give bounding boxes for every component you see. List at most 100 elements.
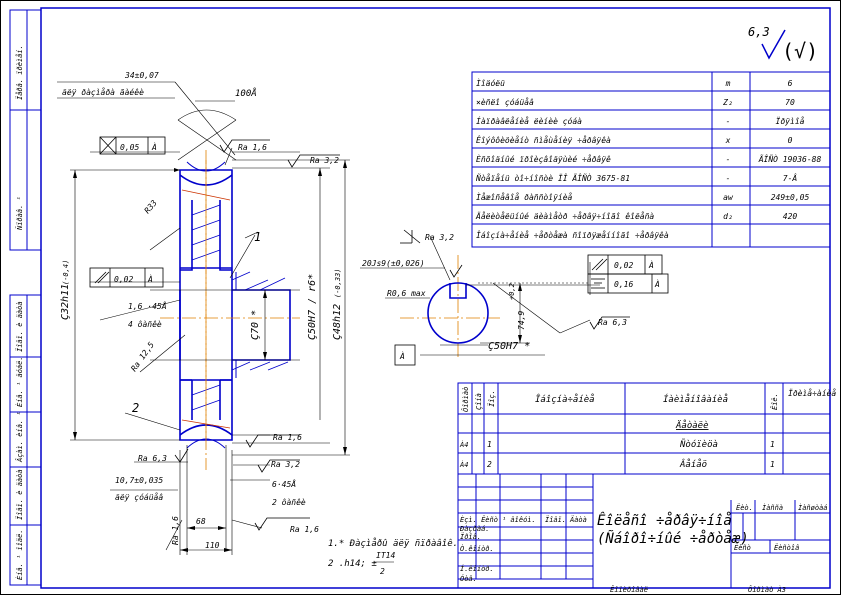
spec-header-qty: Êîë. [770,393,779,410]
ra-16-b: Ra 1,6 [273,433,302,442]
tol3-value: 0,02 [614,261,633,270]
tb-sheets: Ëèñòîâ [774,543,799,552]
param-value: 70 [785,98,795,107]
param-symbol: - [726,174,731,183]
title-line-2: (Ñáîðî÷íûé ÷åðòåæ) [597,530,749,547]
ra-32-a: Ra 3,2 [310,156,339,165]
ra-16-c: Ra 1,6 [171,516,180,545]
tb-lit: Ëèò. [736,503,753,512]
dim-top-sub: äëÿ ðàçìåðà ãàéêè [62,87,144,97]
tol2-value: 0,02 [114,275,133,284]
spec-header-note: Ïðèìå÷àíèå [788,388,836,398]
param-name: Äåëèòåëüíûé äèàìåòð ÷åðâÿ÷íîãî êîëåñà [475,211,654,221]
bore-keyway-view [427,282,489,344]
dim-chamfer-sub: 4 ôàñêè [128,319,162,329]
param-value: 7-Â [783,172,798,183]
center-lines [160,150,500,470]
tol2-datum: À [147,273,153,284]
spec-row-name: Âåíåö [679,458,707,470]
dim-keydepth-sub: +0,2 [508,283,516,300]
param-symbol: aw [723,193,734,202]
tb-format: Ôîðìàò À3 [748,585,786,594]
dim-bore-small: Ç50H7 * [488,341,530,352]
param-symbol: m [725,79,731,88]
spec-row-pos: 1 [487,440,492,449]
dim-rim: Ç50H7 / r6* [307,274,318,340]
param-symbol: - [726,155,731,164]
spec-row-name: Ñòóïèöà [679,439,718,450]
param-value: 420 [783,212,798,221]
tb-mass: Ìàññà [762,503,783,512]
spec-header-pos: Ïîç. [487,390,496,407]
side-label: Ïåðâ. ïðèìåí. [15,45,24,100]
title-line-1: Êîëåñî ÷åðâÿ÷íîå [597,511,732,529]
side-label: Ïîäï. è äàòà [15,301,24,352]
tol1-datum: À [151,141,157,152]
roughness-symbols [174,139,630,531]
tb-row-checker: Ïðîâ. [460,532,481,541]
param-name: ×èñëî çóáüåâ [476,97,534,107]
spec-row-qty: 1 [770,460,775,469]
surface-finish-value: 6,3 [748,25,770,39]
param-symbol: d₂ [723,212,733,221]
param-value: 0 [788,136,793,145]
ra-32-c: Ra 3,2 [425,233,454,242]
side-strip [9,9,42,586]
spec-row-qty: 1 [770,440,775,449]
dim-keyway: 20Js9(±0,026) [362,259,425,268]
dim-angle: 100Å [235,87,257,99]
tb-row-change: Èçì. Ëèñò [460,515,498,524]
param-name: Êîýôôèöèåíò ñìåùåíèÿ ÷åðâÿêà [476,134,611,145]
part-label-1: 1 [254,230,261,244]
note-2: 2 .h14; ± [328,559,377,569]
tol4-value: 0,16 [614,280,633,289]
tb-col-date: Äàòà [569,515,587,524]
spec-row-format: À4 [459,440,468,449]
note-frac-num: IT14 [376,551,395,560]
tol4-datum: À [654,278,660,289]
dim-hub-sub: (-0,4) [62,260,70,285]
tb-col-doc: ¹ äîêóì. [502,516,536,524]
part-label-2: 2 [132,401,139,415]
tb-row-approve: Óòâ. [460,574,477,583]
tb-copied: Êîïèðîâàë [610,585,648,594]
dim-chamfer2: 6·45Å [272,478,296,489]
param-name: Ñòåïåíü òî÷íîñòè ÏÎ ÃÎÑÒ 3675-81 [475,172,630,183]
param-name: Èñõîäíûé ïðîèçâîäÿùèé ÷åðâÿê [476,153,611,164]
note-frac-den: 2 [380,567,385,576]
title-block [457,473,831,589]
dimension-lines [57,81,600,555]
tb-sheet: Ëèñò [734,543,751,552]
ra-16-d: Ra 1,6 [290,525,319,534]
dim-r06: R0,6 max [387,289,426,298]
side-label: Ïîäï. è äàòà [15,469,24,520]
param-name: Ìåæîñåâîå ðàññòîÿíèå [476,191,573,202]
param-symbol: - [726,117,731,126]
dim-68: 68 [196,517,206,526]
param-value: ÃÎÑÒ 19036-88 [758,153,822,164]
param-symbol: Z₂ [722,98,733,107]
datum-a-marker: À [399,350,405,361]
dim-outer-sub: (-0,33) [334,268,342,298]
tb-col-sign: Ïîäï. [545,515,566,524]
dim-top: 34±0,07 [124,71,159,80]
dim-110: 110 [205,541,220,550]
note-1: 1.* Ðàçìåðû äëÿ ñïðàâîê. [328,538,458,549]
spec-row-format: À4 [459,460,468,469]
dim-chamfer2-sub: 2 ôàñêè [272,497,306,507]
param-name: Îáîçíà÷åíèå ÷åðòåæà ñîïðÿæåííîãî ÷åðâÿêà [476,229,669,240]
surface-finish-symbol: (√) [782,39,818,63]
dim-outer: Ç48h12 [332,304,343,340]
ra-32-b: Ra 3,2 [271,460,300,469]
ra-16-a: Ra 1,6 [238,143,267,152]
param-value: 249±0,05 [771,193,810,202]
dim-chamfer: 1,6 ·45Å [128,300,167,311]
leader-arrows [73,160,522,552]
tb-row-tcontrol: Ò.êîíòð. [460,544,494,553]
spec-header-designation: Îáîçíà÷åíèå [535,393,595,405]
spec-row-pos: 2 [487,460,492,469]
ra-63-b: Ra 6,3 [598,318,627,327]
param-name: Ìîäóëü [476,77,505,88]
side-label: Èíâ. ¹ äóáë. [15,356,24,407]
